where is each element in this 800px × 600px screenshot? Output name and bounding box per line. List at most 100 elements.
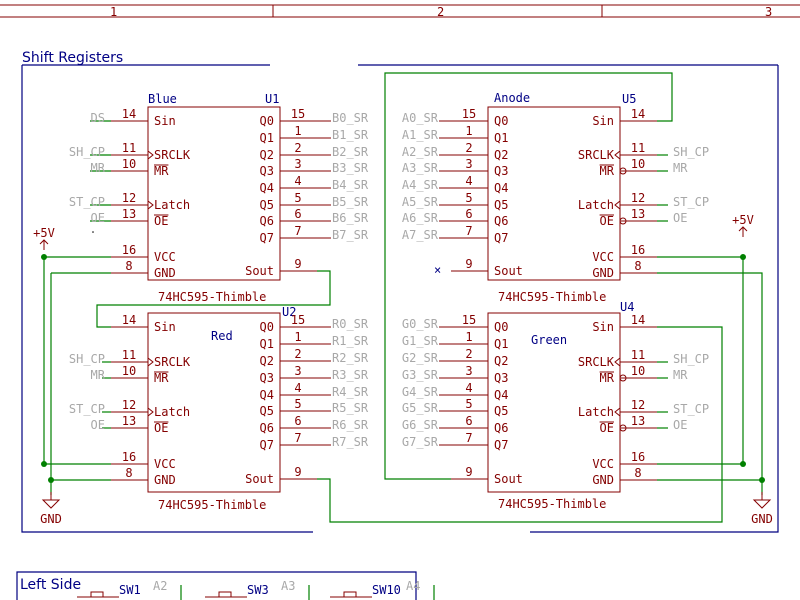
column-1: 1 (110, 5, 117, 19)
net-label: B5_SR (332, 195, 369, 209)
junction-dot (48, 477, 54, 483)
pin-number: 5 (465, 397, 472, 411)
gnd-label: GND (751, 512, 773, 526)
pin-label: MR (154, 371, 169, 385)
net-label: R1_SR (332, 334, 369, 348)
shift-registers-sheet: Shift Registers (21, 50, 779, 533)
pin-number: 9 (294, 465, 301, 479)
switch-ref: SW3 (247, 583, 269, 597)
wire-10 (657, 272, 763, 481)
pin-number: 2 (465, 141, 472, 155)
pin-number: 14 (122, 107, 136, 121)
pin-label: Q4 (260, 388, 274, 402)
pin-label: SRCLK (154, 148, 191, 162)
wire-9 (657, 256, 744, 465)
pin-number: 5 (294, 191, 301, 205)
pin-label: Latch (154, 405, 190, 419)
border-ruler: 1 2 3 (0, 4, 800, 19)
chip-value: 74HC595-Thimble (158, 498, 266, 512)
junction-dot (759, 477, 765, 483)
pin-number: 6 (465, 207, 472, 221)
pin-number: 12 (631, 191, 645, 205)
pin-number: 3 (294, 157, 301, 171)
net-label: ST_CP (69, 402, 105, 416)
pin-label: VCC (154, 457, 176, 471)
net-label: SH_CP (673, 145, 709, 159)
pin-label: Sin (592, 320, 614, 334)
net-label: MR (673, 368, 688, 382)
net-label: G7_SR (402, 435, 439, 449)
chip-body (487, 312, 621, 493)
invert-bubble (619, 217, 627, 225)
pin-number: 11 (631, 348, 645, 362)
pin-label: Latch (154, 198, 190, 212)
wire-7 (317, 326, 723, 523)
net-label: SH_CP (673, 352, 709, 366)
net-label: B0_SR (332, 111, 369, 125)
net-label: G3_SR (402, 368, 439, 382)
junction-dot (41, 254, 47, 260)
pin-number: 12 (122, 191, 136, 205)
net-label: SH_CP (69, 352, 105, 366)
net-label: R2_SR (332, 351, 369, 365)
net-label: A2_SR (402, 145, 439, 159)
pin-number: 16 (122, 450, 136, 464)
pin-label: Sin (592, 114, 614, 128)
chip-name: Green (531, 333, 567, 347)
pin-number: 1 (465, 124, 472, 138)
pin-number: 15 (462, 107, 476, 121)
pin-number: 7 (294, 431, 301, 445)
net-label: B2_SR (332, 145, 369, 159)
pin-number: 4 (294, 381, 301, 395)
pin-number: 3 (294, 364, 301, 378)
pin-number: 15 (291, 107, 305, 121)
switch-net: A3 (281, 579, 295, 593)
net-label: ST_CP (69, 195, 105, 209)
net-label: R4_SR (332, 385, 369, 399)
net-label: A4_SR (402, 178, 439, 192)
pin-number: 4 (465, 174, 472, 188)
net-label: R3_SR (332, 368, 369, 382)
pin-label: MR (154, 164, 169, 178)
pin-number: 3 (465, 364, 472, 378)
pin-label: Q6 (260, 421, 274, 435)
invert-bubble (619, 167, 627, 175)
vcc-arrow (738, 226, 748, 232)
pin-label: OE (600, 214, 614, 228)
gnd-triangle (41, 499, 61, 509)
invert-bubble (619, 374, 627, 382)
net-label: ST_CP (673, 402, 709, 416)
pin-number: 6 (294, 207, 301, 221)
net-label: A1_SR (402, 128, 439, 142)
pin-number: 14 (631, 107, 645, 121)
pin-label: Q4 (494, 181, 508, 195)
pin-number: 1 (465, 330, 472, 344)
pin-label: Q1 (260, 337, 274, 351)
pin-label: Q3 (260, 164, 274, 178)
pin-number: 13 (631, 207, 645, 221)
pin-label: Q0 (260, 114, 274, 128)
pin-number: 8 (125, 466, 132, 480)
pin-label: Q6 (494, 214, 508, 228)
pin-number: 7 (465, 224, 472, 238)
net-label: OE (673, 211, 687, 225)
pin-number: 7 (465, 431, 472, 445)
net-label: G5_SR (402, 401, 439, 415)
clock-marker (614, 407, 621, 417)
gnd-label: GND (40, 512, 62, 526)
switch-sw3: SW3 A3 (205, 579, 310, 600)
switch-net: A4 (406, 579, 420, 593)
wire-8 (384, 72, 673, 480)
vcc-symbol-left: +5V (33, 226, 55, 250)
pin-label: VCC (154, 250, 176, 264)
stray-dot (92, 231, 94, 233)
pin-label: SRCLK (154, 355, 191, 369)
pin-label: Latch (578, 405, 614, 419)
net-label: R5_SR (332, 401, 369, 415)
pin-number: 13 (122, 414, 136, 428)
junction-dot (740, 461, 746, 467)
pin-label: Q5 (260, 198, 274, 212)
pin-number: 8 (634, 466, 641, 480)
